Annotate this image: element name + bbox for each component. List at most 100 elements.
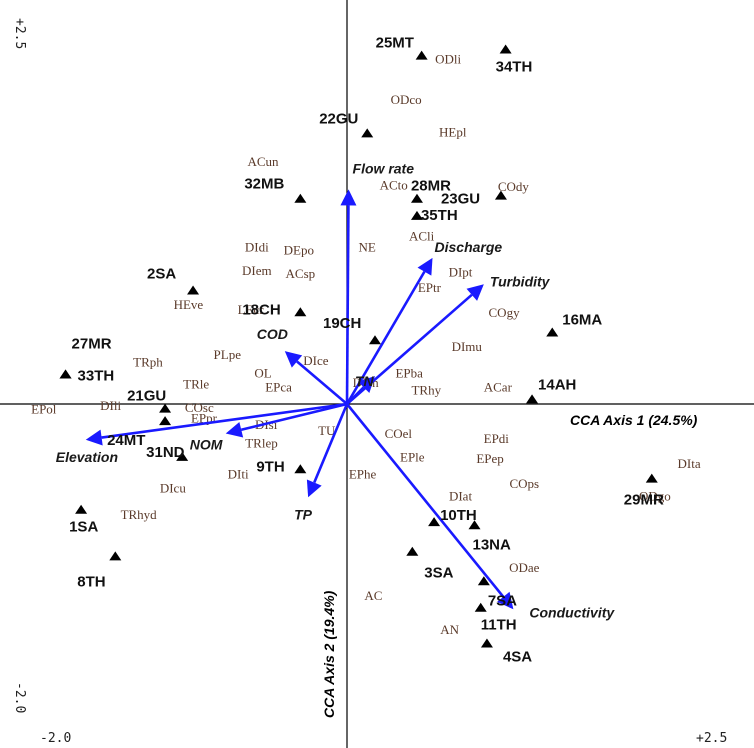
site-label-31nd: 31ND	[146, 444, 185, 461]
species-label-eptr: EPtr	[418, 280, 442, 295]
site-marker-13na	[468, 520, 481, 530]
species-label-diat: DIat	[449, 488, 472, 503]
species-label-depo: DEpo	[284, 243, 314, 258]
species-label-cogy: COgy	[489, 305, 521, 320]
site-marker-35th	[410, 210, 423, 220]
x-axis-title: CCA Axis 1 (24.5%)	[570, 412, 698, 428]
species-label-epca: EPca	[265, 380, 292, 395]
species-label-dice: DIce	[303, 353, 328, 368]
species-label-plpe: PLpe	[214, 347, 242, 362]
vector-arrowhead-conductivity	[497, 591, 514, 610]
species-label-eple: EPle	[400, 450, 425, 465]
vector-label-discharge: Discharge	[435, 239, 503, 255]
site-label-16ma: 16MA	[562, 311, 602, 328]
site-label-21gu: 21GU	[127, 388, 166, 405]
species-label-epol: EPol	[31, 401, 57, 416]
species-label-ac: AC	[364, 588, 382, 603]
vector-label-elevation: Elevation	[56, 449, 118, 465]
site-label-25mt: 25MT	[376, 35, 414, 52]
species-label-tu: TU	[318, 423, 336, 438]
species-label-odli: ODli	[435, 51, 461, 66]
x-max-label: +2.5	[696, 731, 727, 746]
species-label-dipt: DIpt	[449, 264, 473, 279]
vector-arrowhead-tp	[306, 479, 322, 498]
vector-line-tn	[346, 386, 365, 405]
site-label-10th: 10TH	[440, 507, 477, 524]
site-label-29mr: 29MR	[624, 492, 664, 509]
species-label-acto: ACto	[380, 177, 408, 192]
vector-label-nom: NOM	[190, 437, 223, 453]
site-marker-25mt	[415, 50, 428, 60]
vector-arrowhead-discharge	[417, 257, 433, 276]
species-label-dita: DIta	[678, 456, 701, 471]
species-label-dicu: DIcu	[160, 481, 186, 496]
vector-label-flow-rate: Flow rate	[353, 160, 415, 176]
site-label-14ah: 14AH	[538, 376, 576, 393]
site-marker-32mb	[294, 193, 307, 203]
vector-line-nom	[240, 402, 348, 432]
site-marker-3sa	[406, 546, 419, 556]
species-label-odgo: ODgo	[639, 488, 671, 503]
species-label-ol: OL	[254, 366, 271, 381]
vector-line-tp	[313, 403, 349, 484]
species-label-diem: DIem	[242, 263, 272, 278]
vector-line-cod	[296, 360, 348, 405]
species-label-trhyd: TRhyd	[121, 507, 158, 522]
site-marker-18ch	[294, 307, 307, 317]
species-label-heve: HEve	[174, 297, 204, 312]
site-label-19ch: 19CH	[323, 315, 361, 332]
site-label-11th: 11TH	[481, 617, 517, 634]
vector-arrowhead-cod	[284, 351, 303, 368]
vector-label-cod: COD	[257, 326, 288, 342]
species-label-didi: DIdi	[245, 240, 269, 255]
species-label-acar: ACar	[484, 380, 513, 395]
site-label-23gu: 23GU	[441, 191, 480, 208]
vector-line-flow-rate	[345, 205, 350, 405]
site-label-9th: 9TH	[256, 458, 284, 475]
site-label-3sa: 3SA	[424, 565, 453, 582]
site-marker-2sa	[187, 285, 200, 295]
species-label-acli: ACli	[409, 229, 435, 244]
site-label-34th: 34TH	[496, 58, 533, 75]
vector-arrowhead-flow-rate	[340, 189, 357, 206]
vector-arrowhead-elevation	[85, 429, 103, 446]
site-marker-19ch	[368, 335, 381, 345]
site-label-35th: 35TH	[421, 207, 458, 224]
species-label-an: AN	[440, 622, 459, 637]
site-marker-14ah	[526, 394, 539, 404]
species-label-ephe: EPhe	[349, 467, 377, 482]
site-marker-21gu	[159, 403, 172, 413]
site-marker-33th	[59, 369, 72, 379]
site-label-22gu: 22GU	[319, 110, 358, 127]
species-label-trle: TRle	[183, 376, 209, 391]
site-marker-31nd	[176, 451, 189, 461]
species-label-ne: NE	[359, 240, 376, 255]
site-label-13na: 13NA	[473, 536, 512, 553]
site-marker-9th	[294, 464, 307, 474]
vector-label-tn: TN	[355, 373, 375, 389]
vector-label-conductivity: Conductivity	[529, 604, 615, 620]
vector-line-elevation	[101, 402, 348, 439]
site-label-27mr: 27MR	[72, 335, 112, 352]
x-min-label: -2.0	[40, 731, 71, 746]
species-label-cops: COps	[509, 476, 539, 491]
site-marker-24mt	[159, 416, 172, 426]
site-label-28mr: 28MR	[411, 178, 451, 195]
site-marker-28mr	[410, 193, 423, 203]
site-label-33th: 33TH	[78, 367, 115, 384]
species-label-trhy: TRhy	[411, 383, 441, 398]
vector-arrowhead-tn	[358, 376, 375, 393]
vector-label-turbidity: Turbidity	[490, 273, 551, 289]
site-marker-22gu	[361, 128, 374, 138]
species-label-cosc: COsc	[185, 400, 214, 415]
species-label-diti: DIti	[228, 467, 249, 482]
species-label-cody: COdy	[498, 179, 530, 194]
site-marker-11th	[474, 602, 487, 612]
species-label-dimu: DImu	[452, 339, 483, 354]
site-label-18ch: 18CH	[242, 301, 280, 318]
site-marker-1sa	[75, 504, 88, 514]
